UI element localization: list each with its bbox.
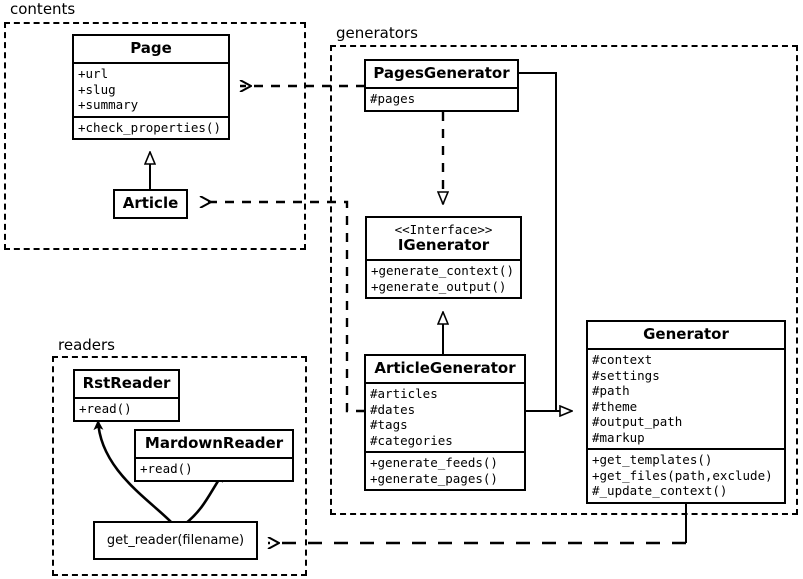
function-get-reader-label: get_reader(filename): [106, 533, 245, 548]
class-pagesgenerator[interactable]: PagesGenerator #pages: [364, 59, 519, 112]
class-page[interactable]: Page +url +slug +summary +check_properti…: [72, 34, 230, 140]
attribute: #articles: [370, 386, 438, 401]
class-rstreader[interactable]: RstReader +read(): [73, 369, 180, 422]
class-pagesgenerator-attributes: #pages: [366, 87, 517, 110]
operation: #_update_context(): [592, 483, 728, 498]
operation: +read(): [79, 401, 132, 416]
class-igenerator-name: IGenerator: [397, 236, 490, 254]
class-generator-operations: +get_templates() +get_files(path,exclude…: [588, 448, 784, 502]
package-readers: [52, 356, 307, 576]
attribute: #settings: [592, 367, 660, 383]
class-articlegenerator-attributes: #articles #dates #tags #categories: [366, 382, 524, 451]
class-articlegenerator-title: ArticleGenerator: [374, 359, 516, 377]
class-mardownreader-title: MardownReader: [144, 434, 284, 452]
attribute: #context: [592, 352, 653, 367]
operation: +check_properties(): [78, 119, 221, 135]
attribute: #categories: [370, 432, 453, 448]
class-rstreader-title: RstReader: [82, 374, 171, 392]
class-igenerator[interactable]: <<Interface>> IGenerator +generate_conte…: [365, 216, 522, 299]
class-rstreader-operations: +read(): [75, 397, 178, 420]
attribute: #markup: [592, 429, 645, 445]
class-igenerator-stereotype: <<Interface>>: [394, 222, 493, 237]
class-mardownreader-operations: +read(): [136, 457, 292, 480]
attribute: #dates: [370, 401, 416, 417]
class-generator-title: Generator: [643, 325, 729, 343]
package-contents: [4, 22, 306, 250]
class-page-title: Page: [130, 39, 172, 57]
class-article[interactable]: Article: [113, 189, 188, 219]
attribute: #path: [592, 383, 630, 398]
operation: +generate_context(): [371, 263, 514, 278]
package-contents-label: contents: [8, 0, 78, 18]
operation: +read(): [140, 461, 193, 476]
class-page-operations: +check_properties(): [74, 115, 228, 139]
class-articlegenerator[interactable]: ArticleGenerator #articles #dates #tags …: [364, 354, 526, 491]
class-articlegenerator-operations: +generate_feeds() +generate_pages(): [366, 451, 524, 489]
attribute: +slug: [78, 81, 116, 97]
operation: +generate_feeds(): [370, 455, 498, 470]
attribute: #tags: [370, 417, 408, 432]
operation: +get_files(path,exclude): [592, 467, 773, 483]
attribute: +url: [78, 66, 109, 81]
class-page-attributes: +url +slug +summary: [74, 62, 228, 116]
package-generators-label: generators: [334, 24, 420, 42]
attribute: +summary: [78, 97, 139, 112]
attribute: #theme: [592, 398, 638, 414]
operation: +generate_pages(): [370, 470, 498, 486]
class-generator[interactable]: Generator #context #settings #path #them…: [586, 320, 786, 504]
class-pagesgenerator-title: PagesGenerator: [373, 64, 510, 82]
operation: +get_templates(): [592, 452, 713, 467]
operation: +generate_output(): [371, 278, 507, 294]
class-igenerator-title: <<Interface>> IGenerator: [367, 218, 520, 259]
package-readers-label: readers: [56, 336, 117, 354]
class-article-title: Article: [122, 194, 179, 212]
attribute: #output_path: [592, 414, 683, 429]
function-get-reader[interactable]: get_reader(filename): [93, 521, 258, 560]
class-mardownreader[interactable]: MardownReader +read(): [134, 429, 294, 482]
class-igenerator-operations: +generate_context() +generate_output(): [367, 259, 520, 297]
class-generator-attributes: #context #settings #path #theme #output_…: [588, 348, 784, 448]
attribute: #pages: [370, 91, 416, 106]
